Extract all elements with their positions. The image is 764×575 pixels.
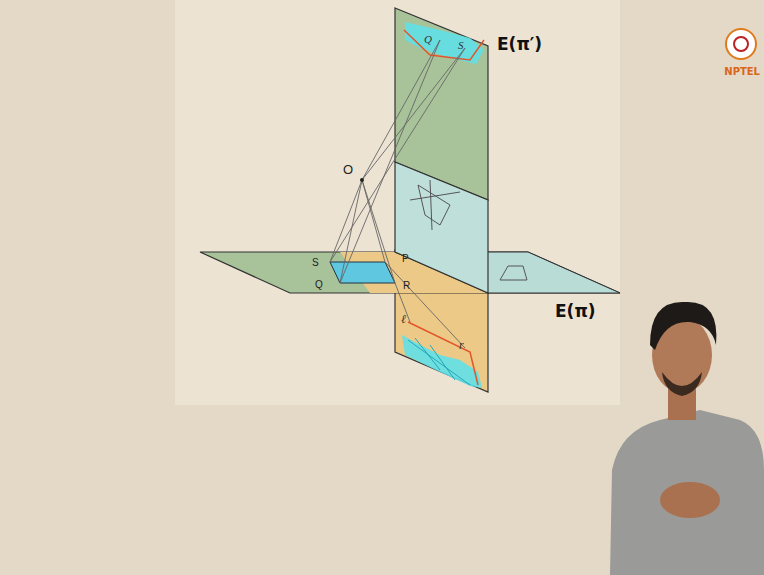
- presenter: [610, 302, 764, 575]
- sketch: [410, 180, 460, 230]
- curve: [404, 30, 484, 60]
- plane-label: E(π′): [497, 36, 542, 53]
- point-label: O: [343, 163, 353, 176]
- logo: [726, 29, 756, 59]
- handwritten-label: r: [459, 339, 464, 351]
- scribble: [402, 335, 482, 388]
- point: [360, 178, 364, 182]
- vertex-label: Q: [315, 280, 323, 290]
- plane-label: E(π): [555, 303, 596, 320]
- scribble: [408, 338, 470, 385]
- projection-rays: [330, 40, 465, 348]
- slide-panel: [175, 0, 620, 405]
- handwritten-label: ℓ: [401, 313, 406, 325]
- scribble: [405, 22, 484, 64]
- logo: [734, 37, 748, 51]
- handwritten-label: S: [458, 40, 464, 51]
- logo-text: NPTEL: [724, 67, 760, 77]
- quadrilateral: [330, 262, 395, 283]
- curve: [408, 322, 478, 385]
- vertical-plane: [395, 162, 488, 293]
- vertex-label: S: [312, 258, 319, 268]
- handwritten-label: Q: [424, 34, 432, 45]
- vertex-label: P: [402, 254, 409, 264]
- sketch: [500, 266, 527, 280]
- vertex-label: R: [403, 281, 410, 291]
